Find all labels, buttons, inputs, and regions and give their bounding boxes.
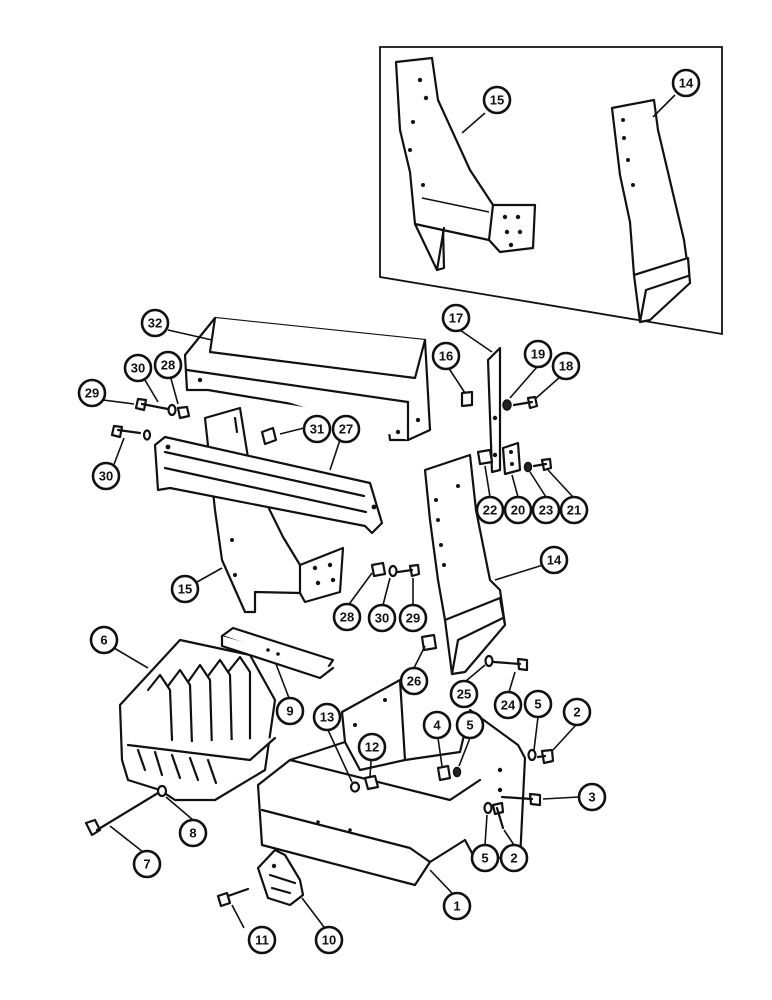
callout-15-main: 15 [170,574,200,604]
callout-29-lower: 29 [398,603,428,633]
svg-text:13: 13 [320,710,334,725]
svg-text:14: 14 [547,553,562,568]
svg-text:32: 32 [148,316,162,331]
svg-text:2: 2 [573,705,580,720]
svg-text:15: 15 [490,93,504,108]
callout-8: 8 [178,818,208,848]
callout-25: 25 [449,679,479,709]
svg-text:10: 10 [322,933,336,948]
callout-30-lower: 30 [367,603,397,633]
callout-7: 7 [132,849,162,879]
svg-text:14: 14 [679,76,694,91]
callout-5-upper: 5 [455,710,485,740]
callout-5-right: 5 [523,689,553,719]
part-20-plate [501,441,522,476]
svg-text:25: 25 [457,687,471,702]
callout-5-lower: 5 [470,843,500,873]
svg-text:15: 15 [178,582,192,597]
svg-text:19: 19 [531,347,545,362]
svg-text:26: 26 [407,674,421,689]
svg-text:7: 7 [143,857,150,872]
callout-22: 22 [475,495,505,525]
svg-text:24: 24 [501,698,516,713]
fasteners [84,390,555,908]
callout-17: 17 [441,303,471,333]
svg-text:3: 3 [588,790,595,805]
callout-9: 9 [275,696,305,726]
svg-text:9: 9 [286,704,293,719]
svg-text:31: 31 [310,422,324,437]
callout-28-upper: 28 [153,350,183,380]
callout-19: 19 [523,339,553,369]
part-32-top-cover [183,316,432,442]
callout-6: 6 [89,625,119,655]
part-17-strap [486,346,502,474]
svg-text:18: 18 [559,359,573,374]
callout-16: 16 [431,341,461,371]
svg-text:5: 5 [466,718,473,733]
svg-text:5: 5 [481,851,488,866]
inset-side-plate-15 [394,56,537,272]
part-14-side-plate [423,453,507,676]
callout-14-inset: 14 [671,68,701,98]
part-6-weight-stack [118,638,277,802]
svg-text:27: 27 [339,422,353,437]
svg-text:28: 28 [340,610,354,625]
callout-29-upper: 29 [77,378,107,408]
svg-text:30: 30 [99,469,113,484]
inset-frame [379,46,723,336]
svg-text:6: 6 [100,633,107,648]
svg-text:11: 11 [255,933,269,948]
callout-1: 1 [442,891,472,921]
callout-10: 10 [314,925,344,955]
callout-30-upper: 30 [123,353,153,383]
callout-14-main: 14 [539,545,569,575]
part-10-bracket [256,848,305,907]
callout-21: 21 [559,495,589,525]
callout-24: 24 [493,690,523,720]
callout-12: 12 [357,732,387,762]
leader-lines [102,94,676,929]
callout-18: 18 [551,351,581,381]
callout-30-left: 30 [91,461,121,491]
svg-text:2: 2 [510,851,517,866]
svg-text:21: 21 [567,503,581,518]
svg-text:4: 4 [433,718,441,733]
callout-28-lower: 28 [332,602,362,632]
svg-text:16: 16 [439,349,453,364]
callout-4: 4 [422,710,452,740]
svg-text:28: 28 [161,358,175,373]
callout-31: 31 [302,414,332,444]
callout-26: 26 [399,666,429,696]
callout-13: 13 [312,702,342,732]
callout-2-upper: 2 [562,697,592,727]
svg-text:23: 23 [539,503,553,518]
svg-text:22: 22 [483,503,497,518]
callout-20: 20 [503,495,533,525]
part-9-bar [220,626,335,680]
callout-11: 11 [247,925,277,955]
callout-3: 3 [577,782,607,812]
callout-23: 23 [531,495,561,525]
svg-text:20: 20 [511,503,525,518]
svg-text:29: 29 [406,611,420,626]
svg-text:5: 5 [534,697,541,712]
svg-text:30: 30 [131,361,145,376]
callout-27: 27 [331,414,361,444]
svg-text:8: 8 [189,826,196,841]
svg-text:12: 12 [365,740,379,755]
svg-text:17: 17 [449,311,463,326]
svg-text:1: 1 [453,899,460,914]
callout-2-lower: 2 [499,843,529,873]
svg-text:30: 30 [375,611,389,626]
callout-15-inset: 15 [482,85,512,115]
inset-side-plate-14 [610,98,692,324]
svg-text:29: 29 [85,386,99,401]
callout-32: 32 [140,308,170,338]
part-27-cross-bar [153,435,384,535]
